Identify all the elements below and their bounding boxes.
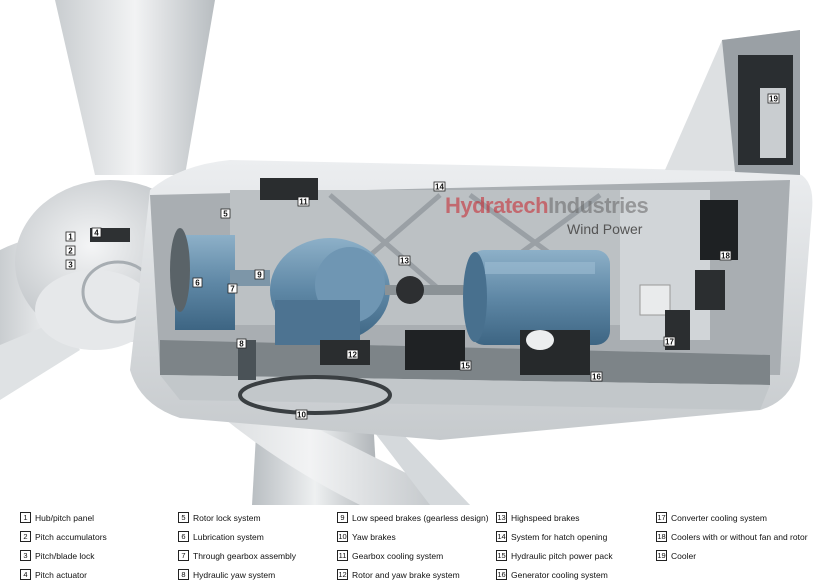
legend-item: 19 Cooler [656,546,816,565]
legend-label: Pitch/blade lock [35,550,95,561]
legend-label: Rotor and yaw brake system [352,569,460,580]
callout-3: 3 [68,261,73,270]
yaw-ring [238,375,392,415]
legend-label: System for hatch opening [511,531,608,542]
callout-2: 2 [68,247,73,256]
callout-6: 6 [195,279,200,288]
brand-logo: HydratechIndustries Wind Power [445,193,649,237]
legend-item: 16 Generator cooling system [496,565,656,584]
brand-name-part1: Hydratech [445,193,549,218]
callout-14: 14 [435,183,444,192]
legend-item: 2 Pitch accumulators [20,527,180,546]
legend-label: Coolers with or without fan and rotor [671,531,808,542]
legend-item: 11 Gearbox cooling system [337,546,497,565]
brand-name-part2: Industries [548,193,649,218]
legend-number: 19 [656,550,667,561]
legend-number: 2 [20,531,31,542]
legend-item: 12 Rotor and yaw brake system [337,565,497,584]
legend-number: 3 [20,550,31,561]
legend-item: 7 Through gearbox assembly [178,546,338,565]
legend-number: 6 [178,531,189,542]
callout-19: 19 [769,95,778,104]
legend-item: 13 Highspeed brakes [496,508,656,527]
callout-11: 11 [299,198,308,207]
callout-13: 13 [400,257,409,266]
callout-1: 1 [68,233,73,242]
legend-label: Highspeed brakes [511,512,580,523]
legend-number: 4 [20,569,31,580]
legend-label: Hub/pitch panel [35,512,95,523]
legend-label: Yaw brakes [352,531,396,542]
legend-item: 6 Lubrication system [178,527,338,546]
legend-label: Hydraulic pitch power pack [511,550,613,561]
legend-number: 15 [496,550,507,561]
legend-label: Converter cooling system [671,512,767,523]
legend-number: 7 [178,550,189,561]
callout-8: 8 [239,340,244,349]
legend-item: 17 Converter cooling system [656,508,816,527]
legend-label: Pitch accumulators [35,531,107,542]
legend-label: Through gearbox assembly [193,550,297,561]
brand-subtitle: Wind Power [567,221,643,237]
legend-item: 18 Coolers with or without fan and rotor [656,527,816,546]
legend-item: 1 Hub/pitch panel [20,508,180,527]
callout-9: 9 [257,271,262,280]
legend-number: 9 [337,512,348,523]
legend-column-4: 13 Highspeed brakes 14 System for hatch ope… [496,508,656,584]
legend-number: 5 [178,512,189,523]
legend-label: Low speed brakes (gearless design) [352,512,489,523]
hydraulic-power-pack [405,330,465,370]
legend-number: 11 [337,550,348,561]
legend-column-3: 9 Low speed brakes (gearless design) 10 Yaw… [337,508,497,584]
legend-label: Gearbox cooling system [352,550,444,561]
legend-item: 3 Pitch/blade lock [20,546,180,565]
legend-number: 18 [656,531,667,542]
legend-number: 14 [496,531,507,542]
rotor-blade-upper [55,0,215,175]
callout-17: 17 [665,338,674,347]
legend-label: Hydraulic yaw system [193,569,276,580]
callout-4: 4 [94,229,99,238]
legend-number: 10 [337,531,348,542]
callout-12: 12 [348,351,357,360]
legend-item: 4 Pitch actuator [20,565,180,584]
legend-number: 16 [496,569,507,580]
brand-name: HydratechIndustries [445,193,649,218]
legend-item: 8 Hydraulic yaw system [178,565,338,584]
callout-10: 10 [297,411,306,420]
callout-16: 16 [592,373,601,382]
legend-number: 13 [496,512,507,523]
legend-column-5: 17 Converter cooling system 18 Coolers with… [656,508,816,565]
legend-item: 15 Hydraulic pitch power pack [496,546,656,565]
callout-15: 15 [461,362,470,371]
legend-label: Generator cooling system [511,569,608,580]
legend-item: 14 System for hatch opening [496,527,656,546]
legend-label: Lubrication system [193,531,264,542]
callout-7: 7 [230,285,235,294]
callout-18: 18 [721,252,730,261]
legend-label: Rotor lock system [193,512,261,523]
legend-item: 9 Low speed brakes (gearless design) [337,508,497,527]
legend-label: Cooler [671,550,697,561]
brake-disc [396,276,424,304]
legend-number: 8 [178,569,189,580]
callout-5: 5 [223,210,228,219]
legend-item: 5 Rotor lock system [178,508,338,527]
legend-label: Pitch actuator [35,569,87,580]
callouts [65,93,780,420]
legend-item: 10 Yaw brakes [337,527,497,546]
legend-column-2: 5 Rotor lock system 6 Lubrication system 7 Th… [178,508,338,584]
legend-number: 12 [337,569,348,580]
legend-number: 17 [656,512,667,523]
legend-number: 1 [20,512,31,523]
